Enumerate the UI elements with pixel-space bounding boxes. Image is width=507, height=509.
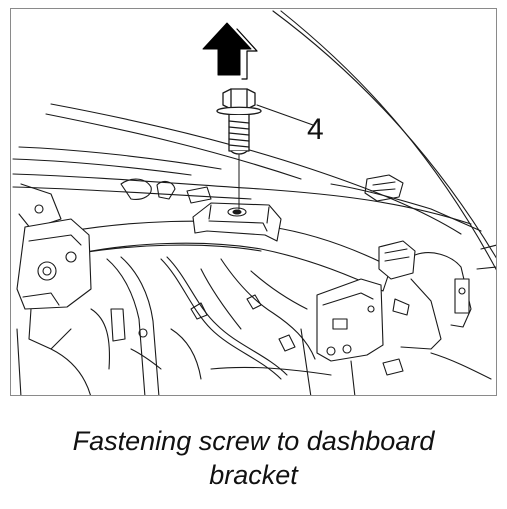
caption-line-2: bracket (209, 460, 298, 490)
flange-bolt-icon (216, 88, 262, 155)
right-mount-plate (316, 278, 384, 362)
right-connectors (378, 240, 496, 376)
dashboard-drawing (12, 10, 496, 395)
wiring-harness (50, 256, 316, 395)
lower-structure (16, 328, 492, 395)
steering-column (106, 256, 162, 395)
dashboard-bracket (192, 202, 282, 242)
callout-leader-line (256, 104, 314, 126)
figure-caption: Fastening screw to dashboard bracket (0, 424, 507, 492)
windshield-lines (12, 10, 496, 271)
wiring-clips-left (18, 178, 212, 230)
left-mechanism (16, 218, 92, 350)
dashboard-upper-panel (12, 173, 482, 232)
callout-number: 4 (307, 113, 324, 146)
vent-clip (364, 174, 404, 202)
up-arrow-icon (202, 22, 258, 80)
caption-line-1: Fastening screw to dashboard (72, 426, 435, 456)
illustration-frame (10, 8, 497, 396)
